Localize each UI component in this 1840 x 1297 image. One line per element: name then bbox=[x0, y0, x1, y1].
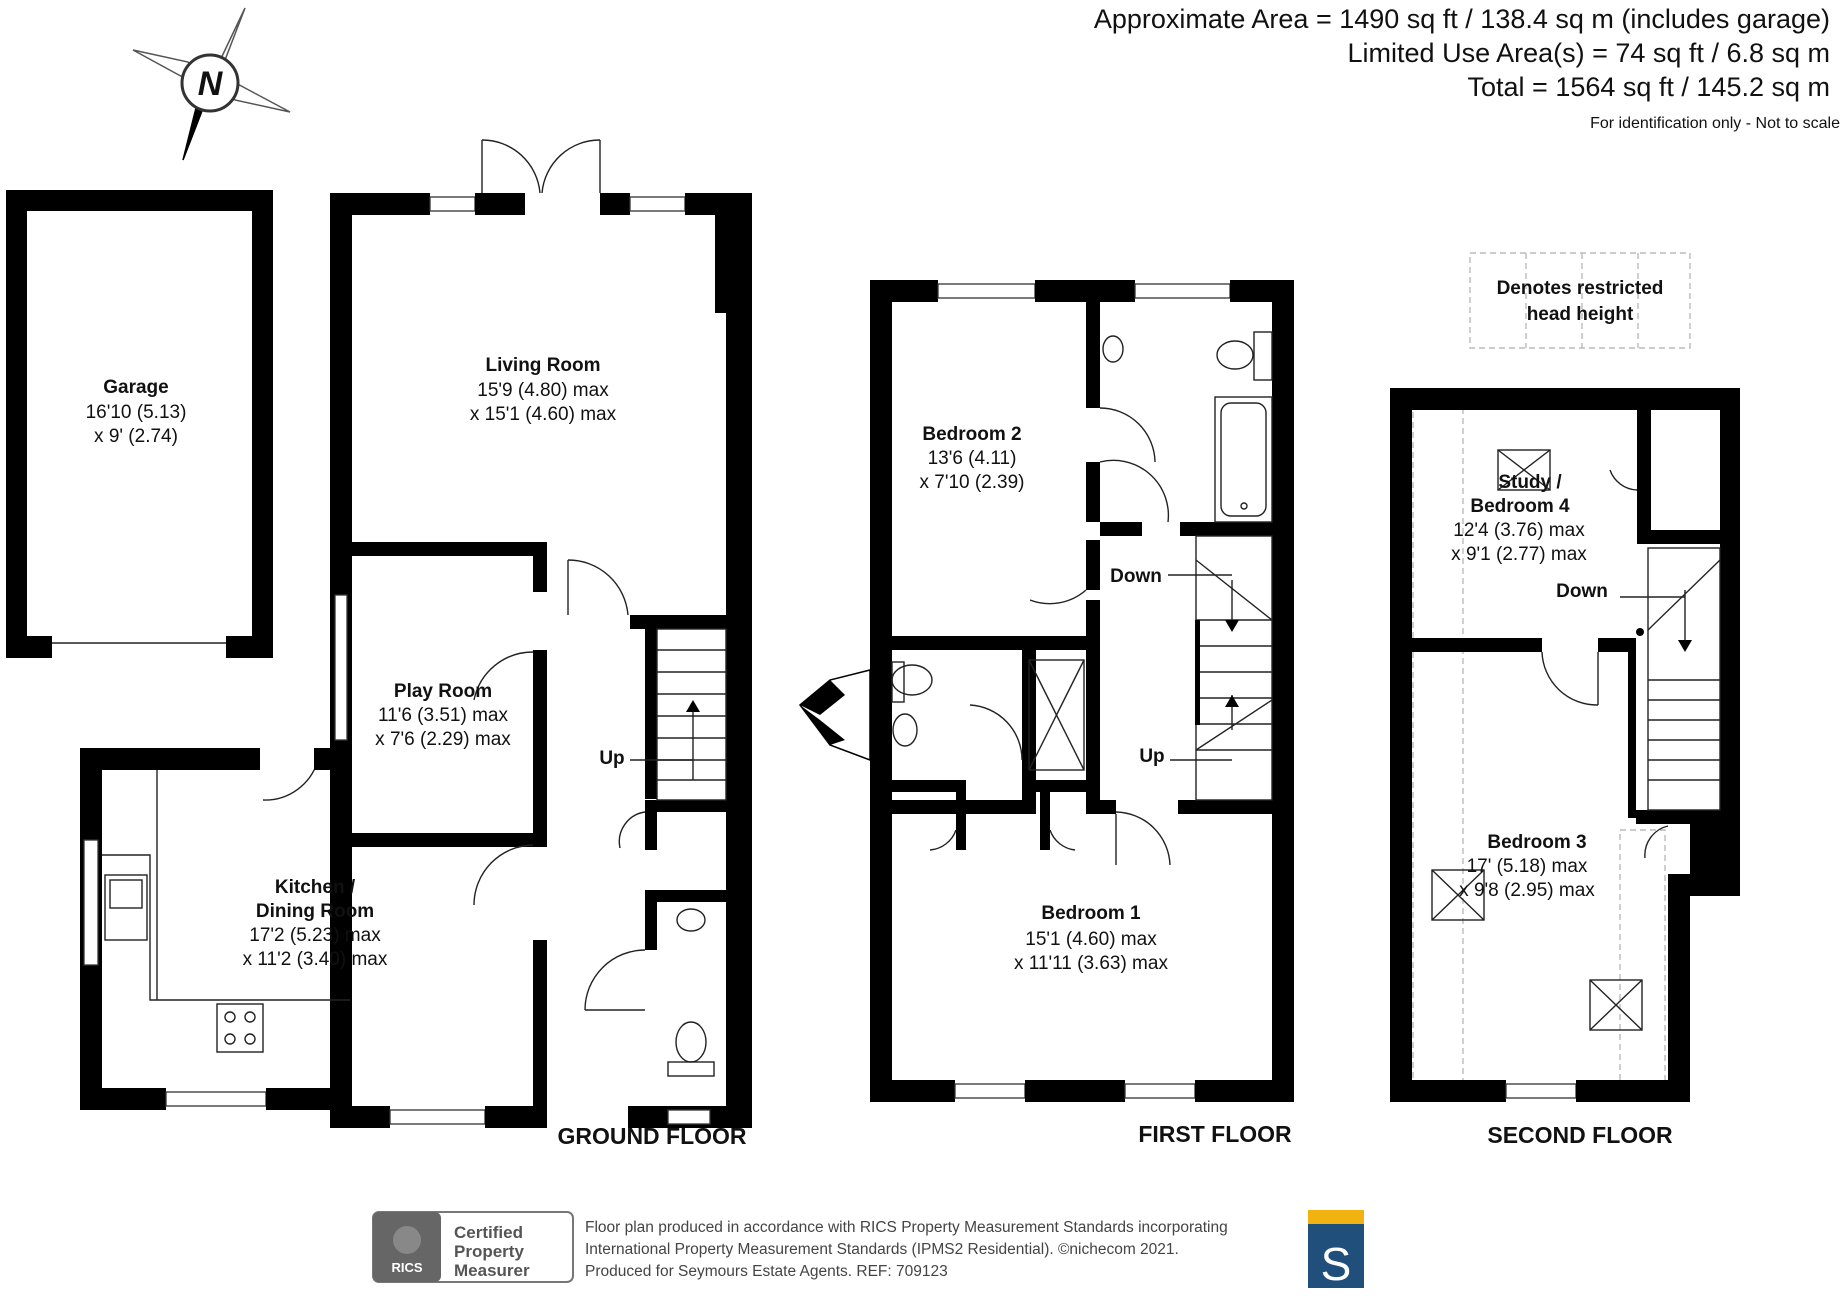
play-room-dim1: 11'6 (3.51) max bbox=[378, 705, 509, 726]
disclaimer-text: For identification only - Not to scale bbox=[1590, 115, 1840, 132]
bedroom1-name: Bedroom 1 bbox=[1041, 903, 1141, 924]
second-stairs-down-label: Down bbox=[1556, 581, 1608, 602]
play-room-name: Play Room bbox=[394, 681, 492, 702]
agent-logo-letter: S bbox=[1321, 1238, 1352, 1290]
rics-logo-text: RICS bbox=[391, 1260, 422, 1275]
first-floor-doors bbox=[929, 407, 1171, 866]
ground-floor-stairs bbox=[630, 628, 727, 801]
footer-line3: Produced for Seymours Estate Agents. REF… bbox=[585, 1263, 948, 1280]
second-floor-outer-walls bbox=[1390, 388, 1740, 1102]
study-dim2: x 9'1 (2.77) max bbox=[1451, 544, 1587, 565]
rics-badge: RICS Certified Property Measurer bbox=[372, 1211, 574, 1283]
bedroom2-name: Bedroom 2 bbox=[922, 424, 1021, 445]
legend-line1: Denotes restricted bbox=[1497, 278, 1664, 299]
rics-logo-icon bbox=[393, 1226, 421, 1254]
restricted-height-legend: Denotes restricted head height bbox=[1469, 252, 1691, 349]
kitchen-name1: Kitchen / bbox=[275, 877, 356, 898]
agent-logo: S bbox=[1308, 1210, 1364, 1290]
first-floor-inner-walls bbox=[890, 280, 1272, 850]
compass-north-label: N bbox=[198, 65, 224, 103]
bedroom1-dim1: 15'1 (4.60) max bbox=[1025, 929, 1157, 950]
ground-floor-plan: Garage 16'10 (5.13) x 9' (2.74) Living R… bbox=[6, 139, 752, 1149]
first-floor-bath-fixtures bbox=[891, 331, 1273, 771]
living-room-dim2: x 15'1 (4.60) max bbox=[470, 404, 617, 425]
footer: RICS Certified Property Measurer Floor p… bbox=[372, 1210, 1364, 1290]
bedroom3-dim2: x 9'8 (2.95) max bbox=[1459, 880, 1595, 901]
study-name2: Bedroom 4 bbox=[1470, 496, 1570, 517]
ground-floor-inner-walls bbox=[334, 542, 726, 1128]
badge-line3: Measurer bbox=[454, 1261, 530, 1280]
garage-name: Garage bbox=[103, 377, 168, 398]
badge-line1: Certified bbox=[454, 1223, 523, 1242]
ground-wc-fixtures bbox=[667, 908, 715, 1077]
skylight-icons bbox=[1431, 449, 1643, 1031]
study-name1: Study / bbox=[1498, 472, 1562, 493]
badge-line2: Property bbox=[454, 1242, 524, 1261]
second-floor-stairs bbox=[1620, 547, 1721, 811]
play-room-dim2: x 7'6 (2.29) max bbox=[375, 729, 511, 750]
legend-line2: head height bbox=[1527, 304, 1634, 325]
footer-line2: International Property Measurement Stand… bbox=[585, 1241, 1179, 1258]
limited-use-area-text: Limited Use Area(s) = 74 sq ft / 6.8 sq … bbox=[1348, 38, 1830, 68]
second-floor-doors bbox=[1541, 469, 1669, 859]
bedroom1-dim2: x 11'11 (3.63) max bbox=[1014, 953, 1168, 974]
area-summary: Approximate Area = 1490 sq ft / 138.4 sq… bbox=[1094, 4, 1840, 132]
kitchen-name2: Dining Room bbox=[256, 901, 374, 922]
first-stairs-down-label: Down bbox=[1110, 566, 1162, 587]
approximate-area-text: Approximate Area = 1490 sq ft / 138.4 sq… bbox=[1094, 4, 1830, 34]
total-area-text: Total = 1564 sq ft / 145.2 sq m bbox=[1468, 72, 1830, 102]
compass-icon: N bbox=[132, 7, 291, 161]
kitchen-walls bbox=[80, 748, 752, 1128]
bedroom3-dim1: 17' (5.18) max bbox=[1467, 856, 1588, 877]
second-floor-inner-walls bbox=[1412, 410, 1720, 884]
second-floor-plan: Study / Bedroom 4 12'4 (3.76) max x 9'1 … bbox=[1390, 388, 1740, 1148]
kitchen-dim1: 17'2 (5.23) max bbox=[249, 925, 381, 946]
living-room-name: Living Room bbox=[485, 355, 600, 376]
bedroom2-dim2: x 7'10 (2.39) bbox=[919, 472, 1024, 493]
study-dim1: 12'4 (3.76) max bbox=[1453, 520, 1585, 541]
first-floor-plan: Bedroom 2 13'6 (4.11) x 7'10 (2.39) Bedr… bbox=[798, 280, 1294, 1147]
ground-floor-label: GROUND FLOOR bbox=[557, 1123, 746, 1149]
kitchen-dim2: x 11'2 (3.40) max bbox=[243, 949, 388, 970]
garage-dim1: 16'10 (5.13) bbox=[86, 402, 187, 423]
second-floor-label: SECOND FLOOR bbox=[1487, 1122, 1673, 1148]
bedroom2-dim1: 13'6 (4.11) bbox=[928, 448, 1017, 469]
first-floor-bay bbox=[798, 669, 871, 762]
living-room-dim1: 15'9 (4.80) max bbox=[477, 380, 609, 401]
ground-stairs-up-label: Up bbox=[599, 748, 624, 769]
bedroom3-name: Bedroom 3 bbox=[1487, 832, 1586, 853]
footer-line1: Floor plan produced in accordance with R… bbox=[585, 1219, 1228, 1236]
first-stairs-up-label: Up bbox=[1139, 746, 1164, 767]
first-floor-outer-walls bbox=[870, 280, 1294, 1102]
garage-dim2: x 9' (2.74) bbox=[94, 426, 178, 447]
first-floor-stairs bbox=[1168, 535, 1273, 801]
garage-walls bbox=[6, 190, 273, 658]
first-floor-label: FIRST FLOOR bbox=[1138, 1121, 1292, 1147]
